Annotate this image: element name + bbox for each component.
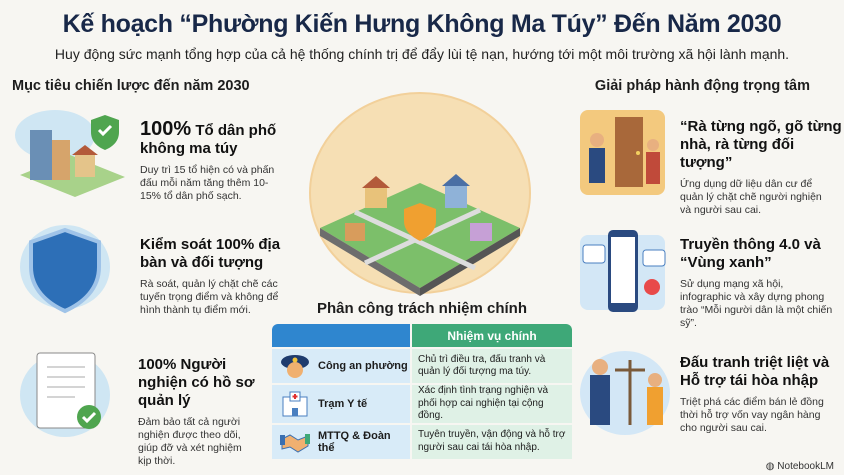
unit-task: Xác định tình trạng nghiện và phối hợp c…: [412, 385, 572, 423]
document-check-icon: [20, 352, 110, 437]
goal-2-desc: Rà soát, quản lý chặt chẽ các tuyến trọn…: [140, 278, 279, 316]
solution-3: Đấu tranh triệt liệt và Hỗ trợ tái hòa n…: [680, 354, 842, 435]
goal-1-desc: Duy trì 15 tổ hiện có và phấn đấu mỗi nă…: [140, 164, 275, 202]
solution-2-title: Truyền thông 4.0 và “Vùng xanh”: [680, 236, 821, 271]
responsibility-table: Nhiệm vụ chính Công an phường Chủ trì điề…: [270, 322, 574, 461]
goal-2: Kiểm soát 100% địa bàn và đối tượng Rà s…: [140, 236, 290, 317]
goal-1: 100% Tổ dân phố không ma túy Duy trì 15 …: [140, 118, 290, 203]
solution-3-title: Đấu tranh triệt liệt và Hỗ trợ tái hòa n…: [680, 354, 830, 389]
police-cap-icon: [281, 355, 309, 378]
solution-3-desc: Triệt phá các điểm bán lẻ đồng thời hỗ t…: [680, 396, 824, 434]
page-subtitle: Huy động sức mạnh tổng hợp của cả hệ thố…: [54, 46, 790, 62]
table-row: MTTQ & Đoàn thể Tuyên truyền, vận động và…: [272, 424, 572, 459]
goal-3-desc: Đảm bảo tất cả người nghiện được theo dõ…: [138, 416, 242, 467]
table-row: Trạm Y tế Xác định tình trạng nghiện và p…: [272, 385, 572, 423]
goal-3: 100% Người nghiện có hồ sơ quản lý Đảm b…: [138, 356, 266, 468]
hospital-icon: [282, 391, 308, 417]
unit-name: Công an phường: [318, 360, 408, 372]
handshake-icon: [280, 433, 310, 453]
town-dome-illustration: [309, 92, 531, 296]
unit-task: Tuyên truyền, vận động và hỗ trợ người s…: [412, 424, 572, 459]
goal-1-title: 100% Tổ dân phố không ma túy: [140, 118, 277, 157]
solution-1-title: “Rà từng ngõ, gõ từng nhà, rà từng đối t…: [680, 118, 842, 171]
door-visit-icon: [580, 110, 665, 195]
goal-2-title: Kiểm soát 100% địa bàn và đối tượng: [140, 236, 281, 271]
solution-2-desc: Sử dụng mạng xã hội, infographic và xây …: [680, 278, 833, 329]
unit-name: MTTQ & Đoàn thể: [317, 429, 391, 454]
unit-task: Chủ trì điều tra, đấu tranh và quản lý đ…: [412, 349, 572, 383]
right-heading: Giải pháp hành động trọng tâm: [594, 78, 810, 94]
table-header-unit: [272, 324, 410, 347]
solution-1: “Rà từng ngõ, gõ từng nhà, rà từng đối t…: [680, 118, 842, 217]
table-row: Công an phường Chủ trì điều tra, đấu tran…: [272, 349, 572, 383]
notebooklm-logo: ◍ NotebookLM: [765, 461, 834, 472]
justice-scale-icon: [580, 351, 670, 435]
unit-name: Trạm Y tế: [318, 397, 368, 410]
neighborhood-shield-icon: [15, 110, 125, 197]
goal-3-title: 100% Người nghiện có hồ sơ quản lý: [138, 356, 255, 409]
table-header-task: Nhiệm vụ chính: [412, 324, 572, 347]
shield-icon: [20, 225, 110, 314]
smartphone-media-icon: [580, 230, 666, 312]
page-title: Kế hoạch “Phường Kiến Hưng Không Ma Túy”…: [62, 10, 782, 38]
left-heading: Mục tiêu chiến lược đến năm 2030: [12, 78, 250, 94]
solution-1-desc: Ứng dụng dữ liệu dân cư để quản lý chặt …: [680, 178, 822, 216]
solution-2: Truyền thông 4.0 và “Vùng xanh” Sử dụng …: [680, 236, 842, 330]
table-title: Phân công trách nhiệm chính: [316, 300, 528, 317]
